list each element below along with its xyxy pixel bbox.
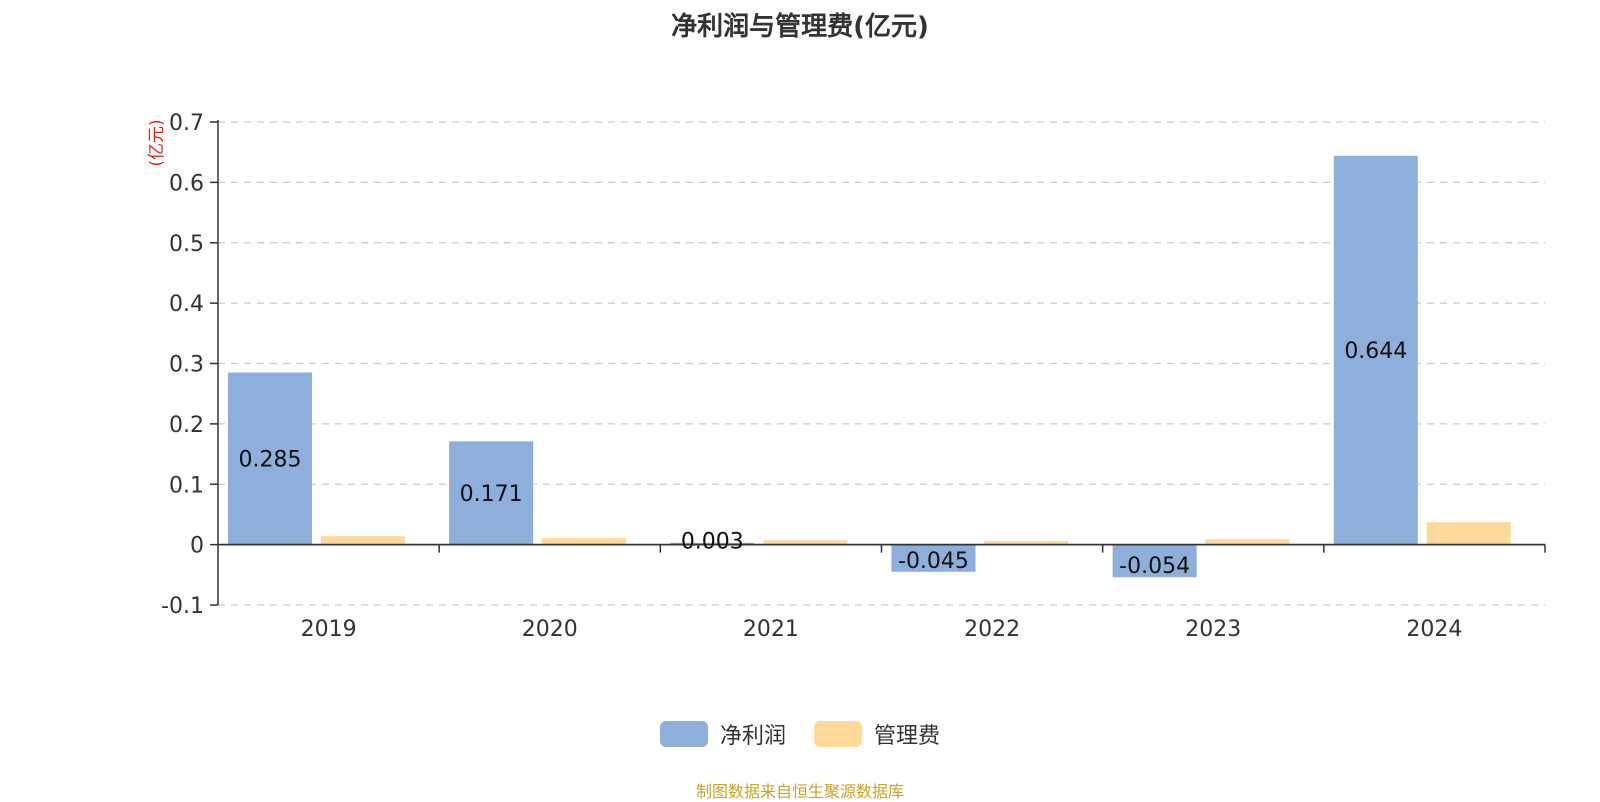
bar bbox=[1426, 522, 1511, 545]
data-label: 0.171 bbox=[460, 482, 523, 507]
legend-swatch-net-profit bbox=[659, 721, 708, 747]
y-tick-label: -0.1 bbox=[161, 594, 204, 619]
legend-item-admin-expense[interactable]: 管理费 bbox=[814, 718, 940, 750]
legend-item-net-profit[interactable]: 净利润 bbox=[659, 718, 786, 750]
data-labels: 0.285 0.171 0.003 -0.045 -0.054 0.644 bbox=[238, 339, 1407, 579]
y-tick-label: 0.7 bbox=[169, 111, 204, 136]
data-label: 0.285 bbox=[238, 448, 301, 473]
bar bbox=[891, 544, 976, 572]
bar bbox=[320, 536, 405, 545]
bar bbox=[984, 541, 1069, 545]
data-label: -0.045 bbox=[898, 549, 969, 574]
bar bbox=[449, 441, 534, 545]
data-label: -0.054 bbox=[1119, 554, 1190, 579]
x-tick-label: 2020 bbox=[522, 617, 578, 642]
bar bbox=[1112, 544, 1197, 578]
bars bbox=[227, 155, 1511, 578]
legend-swatch-admin-expense bbox=[814, 721, 862, 747]
bar bbox=[670, 542, 755, 545]
x-tick-label: 2021 bbox=[743, 617, 799, 642]
x-tick-label: 2022 bbox=[964, 617, 1020, 642]
data-label: 0.003 bbox=[681, 530, 744, 555]
bar bbox=[763, 540, 848, 545]
axes: 0.7 0.6 0.5 0.4 0.3 0.2 0.1 0 -0.1 2019 2020 2021 20… bbox=[161, 111, 1546, 642]
y-tick-label: 0.5 bbox=[169, 232, 204, 257]
data-label: 0.644 bbox=[1344, 339, 1407, 364]
bar bbox=[1205, 539, 1290, 545]
y-tick-label: 0.3 bbox=[169, 353, 204, 378]
chart-title: 净利润与管理费(亿元) bbox=[671, 12, 929, 42]
legend-label-admin-expense: 管理费 bbox=[874, 724, 941, 749]
y-tick-label: 0 bbox=[190, 534, 204, 559]
y-tick-label: 0.1 bbox=[169, 473, 204, 498]
y-tick-label: 0.4 bbox=[169, 292, 204, 317]
y-tick-label: 0.2 bbox=[169, 413, 204, 438]
bar bbox=[542, 537, 627, 545]
gridlines bbox=[218, 121, 1545, 606]
legend-label-net-profit: 净利润 bbox=[719, 724, 786, 749]
x-tick-label: 2019 bbox=[301, 617, 357, 642]
x-tick-label: 2023 bbox=[1185, 617, 1241, 642]
x-tick-label: 2024 bbox=[1406, 617, 1462, 642]
source-note: 制图数据来自恒生聚源数据库 bbox=[695, 782, 904, 801]
bar bbox=[227, 372, 312, 545]
y-tick-label: 0.6 bbox=[169, 171, 204, 196]
bar bbox=[1333, 155, 1418, 545]
y-axis-label: (亿元) bbox=[147, 119, 167, 166]
legend: 净利润 管理费 bbox=[0, 718, 1600, 750]
